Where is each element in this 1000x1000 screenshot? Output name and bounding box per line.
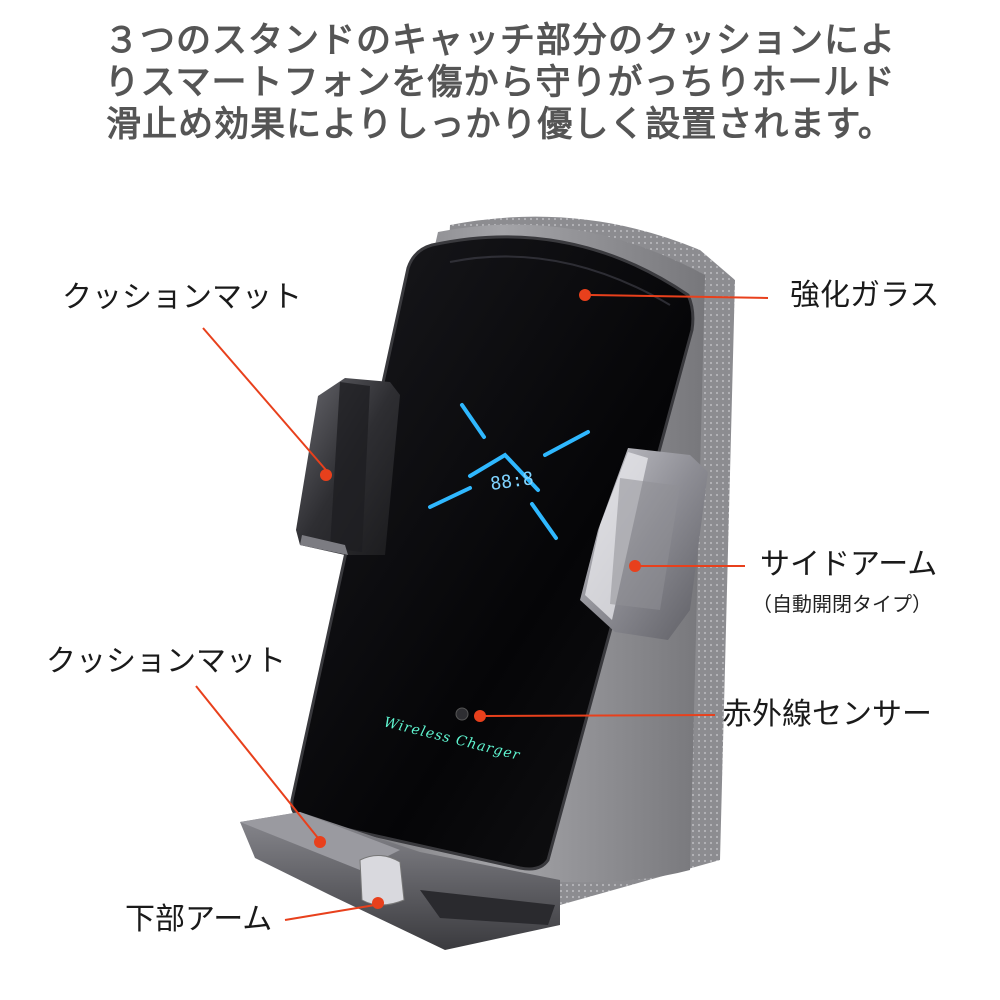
label-side-arm: サイドアーム xyxy=(760,547,938,582)
callout-dot-ir-sensor xyxy=(474,710,486,722)
callout-dot-side-arm xyxy=(629,560,641,572)
headline-line-3: 滑止め効果によりしっかり優しく設置されます。 xyxy=(106,105,894,145)
ir-sensor-icon xyxy=(455,707,469,721)
label-tempered-glass: 強化ガラス xyxy=(790,278,940,313)
callout-dot-bottom-arm xyxy=(372,897,384,909)
right-side-arm xyxy=(580,448,708,640)
callouts xyxy=(195,289,769,921)
left-side-arm xyxy=(296,378,400,555)
callout-dot-glass xyxy=(579,289,591,301)
headline: ３つのスタンドのキャッチ部分のクッションによ りスマートフォンを傷から守りがっち… xyxy=(60,20,940,146)
label-bottom-arm: 下部アーム xyxy=(125,902,273,937)
headline-line-1: ３つのスタンドのキャッチ部分のクッションによ xyxy=(103,21,896,61)
callout-dot-cushion-bottom xyxy=(314,836,326,848)
led-display xyxy=(428,403,590,540)
label-ir-sensor: 赤外線センサー xyxy=(722,697,932,732)
label-side-arm-note: （自動開閉タイプ） xyxy=(752,592,932,616)
callout-dot-cushion-top xyxy=(320,469,332,481)
label-cushion-mat-bottom: クッションマット xyxy=(46,644,286,679)
label-cushion-mat-top: クッションマット xyxy=(62,280,302,315)
headline-line-2: りスマートフォンを傷から守りがっちりホールド xyxy=(104,63,896,103)
